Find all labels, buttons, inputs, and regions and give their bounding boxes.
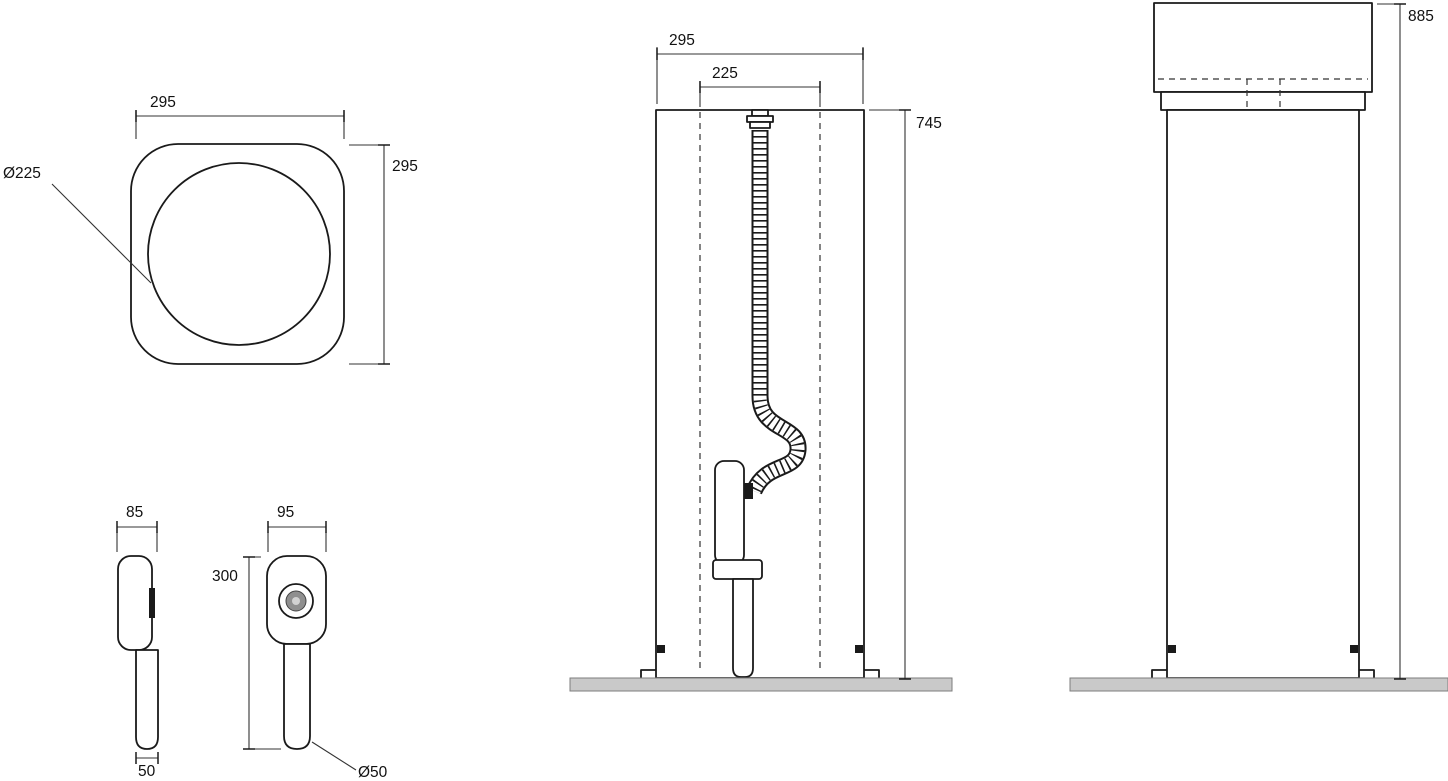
dimension-label: 225 (712, 65, 738, 82)
hose-corrugation (747, 130, 805, 495)
side-view: 885 (1069, 2, 1448, 692)
top-basin-outline (1153, 2, 1373, 93)
dimension-label: 50 (138, 763, 156, 780)
handset-front-height-dimension: 300 (212, 556, 281, 750)
front-outer-width-dimension: 295 (656, 32, 864, 104)
handset-front-diameter-callout: Ø50 (311, 741, 388, 781)
handset-side-handle (135, 649, 159, 750)
leader-line (51, 183, 152, 284)
front-inner-width-dimension: 225 (699, 65, 821, 107)
foot-bracket (1151, 669, 1167, 678)
top-view-outline (130, 143, 345, 365)
floor-fixing-brackets (640, 645, 880, 678)
handset-side-head (117, 555, 153, 651)
column-outline-side (1166, 109, 1360, 679)
dimension-label: 295 (669, 32, 695, 49)
dimension-label: 300 (212, 568, 238, 585)
front-section-view: 295 225 (569, 32, 953, 692)
foot-bracket (1359, 669, 1375, 678)
top-view-width-dimension: 295 (135, 94, 345, 139)
top-view-height-dimension: 295 (349, 144, 418, 365)
handset-in-section (712, 460, 763, 678)
top-view-basin-circle (147, 162, 331, 346)
wall-clip (1168, 645, 1176, 653)
handset-handle-section (732, 578, 754, 678)
handset-front-handle (283, 643, 311, 750)
dimension-label: 295 (150, 94, 176, 111)
handset-side-base-dimension: 50 (135, 752, 159, 780)
handset-side-view: 85 50 (116, 504, 159, 780)
wall-clip (855, 645, 863, 653)
flexible-hose (746, 130, 807, 495)
floor-fixing-brackets-side (1151, 645, 1375, 678)
handset-hose-connector (743, 483, 753, 499)
top-hose-fitting (746, 109, 774, 129)
dimension-label: 295 (392, 158, 418, 175)
top-view: 295 295 Ø225 (3, 94, 418, 365)
foot-bracket (640, 669, 656, 678)
fitting-collar (749, 121, 771, 129)
front-height-dimension: 745 (869, 109, 942, 680)
dimension-label: 885 (1408, 8, 1434, 25)
handset-side-spray-face (149, 588, 155, 618)
diameter-label: Ø225 (3, 165, 41, 182)
base-plate (1069, 677, 1448, 692)
handset-spray-center (292, 597, 300, 605)
wall-clip (1350, 645, 1358, 653)
dimension-label: 85 (126, 504, 143, 521)
top-view-diameter-callout: Ø225 (3, 165, 152, 284)
side-total-height-dimension: 885 (1377, 3, 1434, 680)
handset-holder (712, 559, 763, 580)
dimension-label: 745 (916, 115, 942, 132)
foot-bracket (864, 669, 880, 678)
base-plate (569, 677, 953, 692)
handset-spray-ring (278, 583, 314, 619)
wall-clip (657, 645, 665, 653)
diameter-label: Ø50 (358, 764, 388, 781)
handset-side-width-dimension: 85 (116, 504, 158, 552)
leader-line (311, 741, 357, 771)
collar-band (1160, 91, 1366, 111)
dimension-label: 95 (277, 504, 294, 521)
handset-front-width-dimension: 95 (267, 504, 327, 552)
handset-head-section (714, 460, 745, 565)
handset-front-view: 95 300 Ø50 (212, 504, 388, 781)
